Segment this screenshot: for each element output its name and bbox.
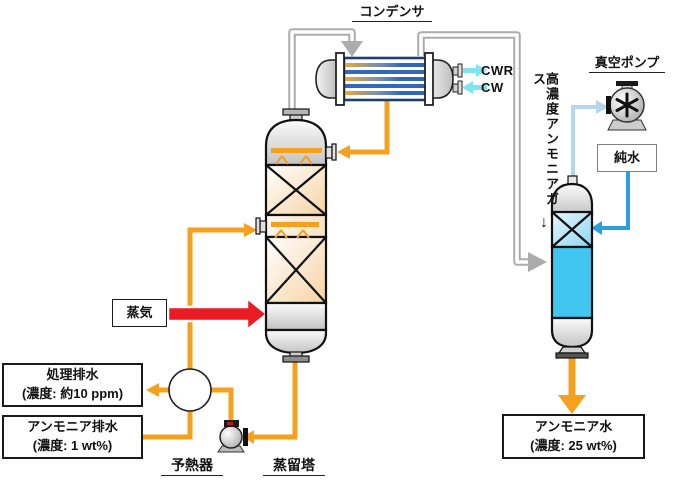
- absorber-column-vessel: [550, 175, 594, 359]
- cw-label: CW: [481, 80, 504, 95]
- cwr-label: CWR: [481, 63, 514, 78]
- ammonia-wastewater-title: アンモニア排水: [27, 419, 118, 435]
- pipe-feed-preheater-to-column: [187, 223, 257, 369]
- preheater-exchanger-icon: [168, 368, 212, 412]
- treated-water-concentration: (濃度: 約10 ppm): [21, 386, 124, 401]
- distillation-column-label: 蒸留塔: [263, 457, 325, 476]
- vapor-arrow-into-condenser-icon: [341, 41, 363, 57]
- vapor-arrow-into-absorber-icon: [528, 252, 547, 272]
- ammonia-water-title: アンモニア水: [534, 418, 613, 434]
- pipe-ammonia-wastewater-to-preheater: [143, 411, 193, 440]
- treated-water-box: 処理排水 (濃度: 約10 ppm): [2, 363, 143, 407]
- gas-flow-down-arrow: ↓: [540, 214, 548, 231]
- pipe-column-top-to-condenser: [288, 28, 356, 111]
- condenser-label: コンデンサ: [352, 4, 432, 22]
- pipe-condenser-to-absorber: [417, 31, 528, 266]
- cw-arrow-icon: [462, 81, 487, 94]
- pipe-pump-to-preheater: [211, 387, 234, 424]
- vacuum-pump-label: 真空ポンプ: [589, 55, 665, 73]
- bottoms-pump-icon: [217, 420, 248, 453]
- ammonia-wastewater-box: アンモニア排水 (濃度: 1 wt%): [2, 415, 143, 459]
- pipe-absorber-to-vacuum-pump: [571, 100, 609, 184]
- treated-water-title: 処理排水: [46, 367, 99, 383]
- preheater-label: 予熱器: [161, 457, 223, 476]
- ammonia-wastewater-concentration: (濃度: 1 wt%): [32, 438, 113, 453]
- steam-arrow-icon: [166, 295, 270, 333]
- column-liquid-distributors: [271, 148, 322, 239]
- pipe-reflux-condenser-to-column: [337, 99, 390, 159]
- ammonia-water-box: アンモニア水 (濃度: 25 wt%): [502, 414, 645, 459]
- pure-water-label: 純水: [613, 149, 640, 165]
- distillation-column-vessel: [255, 108, 337, 363]
- high-conc-ammonia-gas-label: 高濃度アンモニアガス: [531, 72, 559, 207]
- ammonia-water-concentration: (濃度: 25 wt%): [530, 437, 617, 453]
- pure-water-box: 純水: [597, 144, 657, 172]
- steam-box: 蒸気: [112, 299, 167, 327]
- vacuum-pump-icon: [606, 81, 647, 131]
- pipe-preheater-to-treated-water: [146, 383, 169, 397]
- steam-label: 蒸気: [126, 304, 153, 320]
- pipe-pure-water-to-absorber: [591, 172, 630, 235]
- cwr-arrow-icon: [463, 64, 487, 77]
- pipe-column-bottoms-to-pump: [243, 356, 298, 444]
- pipe-absorber-to-ammonia-water: [558, 356, 586, 414]
- condenser-heat-exchanger: [315, 52, 463, 106]
